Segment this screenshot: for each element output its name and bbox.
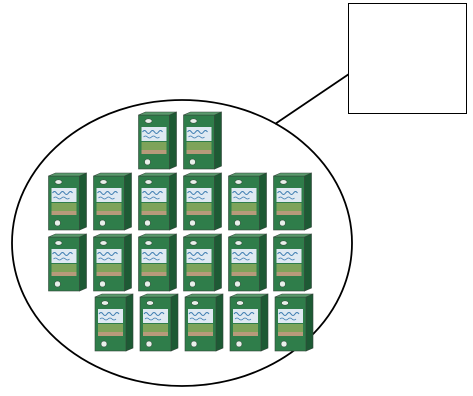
juice-carton bbox=[183, 233, 222, 292]
answer-box[interactable] bbox=[348, 3, 467, 114]
juice-carton bbox=[138, 111, 177, 170]
juice-carton bbox=[183, 172, 222, 231]
carton-group bbox=[48, 111, 314, 352]
juice-carton bbox=[138, 233, 177, 292]
juice-carton bbox=[229, 293, 269, 352]
juice-carton bbox=[228, 233, 267, 292]
juice-carton bbox=[94, 293, 134, 352]
connector-line bbox=[274, 73, 350, 125]
juice-carton bbox=[48, 172, 87, 231]
juice-carton bbox=[139, 293, 179, 352]
juice-carton bbox=[183, 111, 222, 170]
juice-carton bbox=[93, 172, 132, 231]
group-ellipse bbox=[11, 99, 353, 387]
answer-box-text bbox=[349, 4, 466, 113]
juice-carton bbox=[138, 172, 177, 231]
juice-carton bbox=[48, 233, 87, 292]
juice-carton bbox=[273, 172, 312, 231]
juice-carton bbox=[184, 293, 224, 352]
juice-carton bbox=[93, 233, 132, 292]
juice-carton bbox=[273, 233, 312, 292]
juice-carton bbox=[228, 172, 267, 231]
juice-carton bbox=[274, 293, 314, 352]
